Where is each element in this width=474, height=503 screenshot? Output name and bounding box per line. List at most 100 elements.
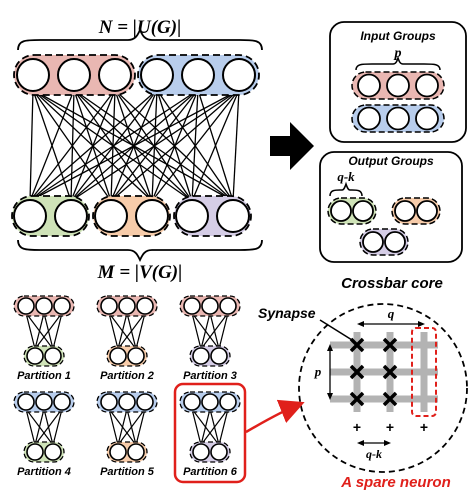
output-groups-brace <box>329 181 363 197</box>
partition-input-neuron <box>53 297 71 315</box>
partition-label: Partition 5 <box>100 466 155 478</box>
input-neuron <box>181 58 215 92</box>
graph-edge <box>29 89 75 202</box>
graph-edge <box>191 89 240 202</box>
partition-input-neuron <box>183 393 201 411</box>
p-arrow-head-top <box>327 344 333 351</box>
graph-edge <box>232 89 240 202</box>
partition-input-neuron <box>219 297 237 315</box>
partition-input-neuron <box>118 393 136 411</box>
partition-3: Partition 3 <box>179 295 241 382</box>
partition-input-neuron <box>35 393 53 411</box>
input-groups-nodes <box>357 73 439 131</box>
partition-output-neuron <box>26 443 44 461</box>
input-groups-title: Input Groups <box>360 29 436 43</box>
spare-neuron-highlight <box>411 327 437 417</box>
synapse-mark-icon <box>382 391 398 407</box>
graph-edge <box>110 89 240 202</box>
partition-input-neuron <box>100 393 118 411</box>
bipartite-nodes <box>13 58 256 233</box>
partition-label: Partition 4 <box>17 466 71 478</box>
partition-label: Partition 2 <box>100 370 154 382</box>
partitions-grid: Partition 1 Partition 2 Partition 3 Partiti… <box>13 295 241 478</box>
partition-input-neuron <box>136 393 154 411</box>
partition-4: Partition 4 <box>13 391 75 478</box>
partition-output-neuron <box>192 443 210 461</box>
output-neuron <box>416 200 438 222</box>
crossbar-title: Crossbar core <box>341 275 443 292</box>
crossbar-circle <box>298 303 468 473</box>
plus-sign: + <box>353 419 361 435</box>
partition-output-neuron <box>192 347 210 365</box>
plus-sign: + <box>420 419 428 435</box>
partition-input-neuron <box>118 297 136 315</box>
input-neuron <box>415 106 439 131</box>
partition-6: Partition 6 <box>179 391 241 478</box>
plus-signs: + + + <box>353 419 428 435</box>
output-neuron <box>362 231 384 253</box>
crossbar-grid <box>330 332 438 412</box>
crossbar-qk-label: q-k <box>366 447 382 461</box>
graph-edge <box>70 89 240 202</box>
partition-6-highlight <box>173 382 247 484</box>
partition-5: Partition 5 <box>96 391 158 478</box>
synapse-mark-icon <box>349 337 365 353</box>
synapse-pointer <box>319 319 353 341</box>
partition-output-neuron <box>26 347 44 365</box>
bottom-brace <box>17 239 263 263</box>
plus-sign: + <box>386 419 394 435</box>
output-groups-param: q-k <box>337 169 355 184</box>
partition-output-neuron <box>127 347 145 365</box>
partition-input-neuron <box>17 297 35 315</box>
partition-label: Partition 6 <box>183 466 238 478</box>
synapse-mark-icon <box>382 337 398 353</box>
qk-arrow-head-right <box>384 440 391 446</box>
partition-input-neuron <box>219 393 237 411</box>
partition-output-neuron <box>127 443 145 461</box>
partition-output-neuron <box>109 347 127 365</box>
partition-output-neuron <box>210 347 228 365</box>
graph-edge <box>29 89 240 202</box>
input-neuron <box>98 58 132 92</box>
output-groups-box <box>319 151 463 263</box>
partition-input-neuron <box>183 297 201 315</box>
zoom-connector-arrow <box>245 399 305 434</box>
synapse-label: Synapse <box>258 305 316 321</box>
graph-edge <box>29 89 158 202</box>
partition-input-neuron <box>201 393 219 411</box>
output-groups-title: Output Groups <box>348 154 434 168</box>
partition-label: Partition 1 <box>17 370 71 382</box>
q-arrow-head-right <box>418 321 425 327</box>
input-neuron <box>222 58 256 92</box>
output-neuron <box>135 199 169 233</box>
output-neuron <box>216 199 250 233</box>
synapse-marks <box>349 337 398 407</box>
spare-neuron-label: A spare neuron <box>340 474 450 491</box>
input-neuron <box>57 58 91 92</box>
p-arrow-head-bottom <box>327 393 333 400</box>
input-neuron <box>415 73 439 98</box>
graph-edge <box>151 89 240 202</box>
output-neuron <box>175 199 209 233</box>
qk-arrow-head-left <box>357 440 364 446</box>
synapse-mark-icon <box>349 364 365 380</box>
input-neuron <box>357 73 381 98</box>
q-arrow-head-left <box>357 321 364 327</box>
partition-1: Partition 1 <box>13 295 75 382</box>
partition-input-neuron <box>53 393 71 411</box>
top-brace <box>17 27 263 51</box>
partition-label: Partition 3 <box>183 370 237 382</box>
partition-output-neuron <box>44 443 62 461</box>
partition-input-neuron <box>201 297 219 315</box>
input-groups-param: p <box>394 46 402 61</box>
partition-input-neuron <box>100 297 118 315</box>
input-neuron <box>140 58 174 92</box>
output-groups-nodes <box>330 200 438 253</box>
input-neuron <box>386 106 410 131</box>
graph-edge <box>29 89 116 202</box>
synapse-mark-icon <box>382 364 398 380</box>
output-neuron <box>394 200 416 222</box>
output-neuron <box>352 200 374 222</box>
transform-arrow-icon <box>270 122 314 170</box>
input-groups-brace <box>355 55 441 71</box>
